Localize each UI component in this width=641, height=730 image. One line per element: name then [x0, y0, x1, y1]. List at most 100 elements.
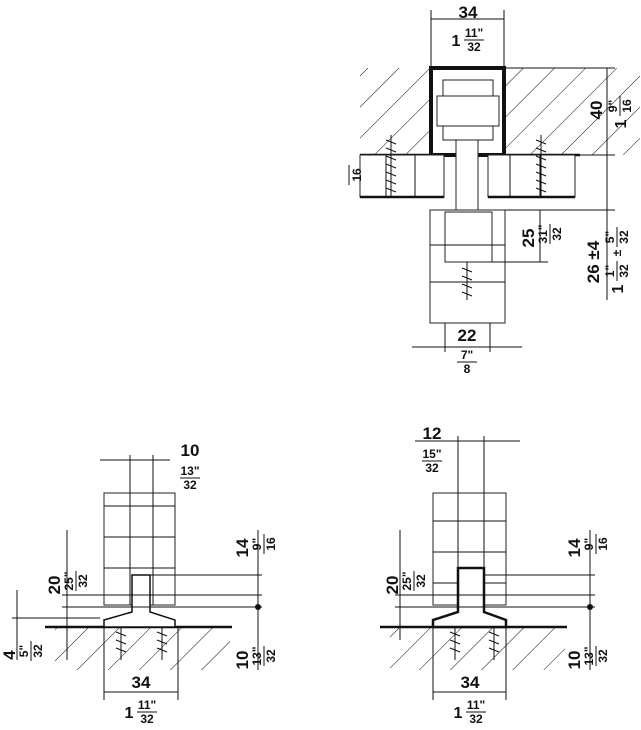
- dimension-mm: 20: [45, 576, 64, 595]
- dimension-mm: 10: [181, 441, 200, 460]
- dimension-label: 5"32: [17, 641, 45, 661]
- dimension-inch-denominator: 32: [467, 40, 481, 54]
- dimension-label: 12: [423, 424, 442, 443]
- dimension-mm: 34: [132, 673, 151, 692]
- dimension-inch-whole: 1: [125, 705, 134, 722]
- dimension-label: 10: [181, 441, 200, 460]
- dimension-label: 10: [565, 651, 584, 670]
- dimension-label: 34: [459, 3, 478, 22]
- screw-left: [385, 135, 397, 196]
- dimension-inch-denominator: 16: [264, 537, 278, 551]
- dimension-inch-whole: 1: [610, 284, 627, 293]
- dimension-label: 13"32: [180, 464, 200, 492]
- ceiling-hatch-left: [360, 68, 431, 155]
- dimension-inch-denominator: 32: [140, 712, 154, 726]
- board-right: [487, 154, 576, 198]
- tolerance-sign: ±: [610, 249, 624, 256]
- dimension-inch-numerator: 15": [422, 447, 441, 461]
- dimension-inch-denominator: 16: [620, 99, 634, 113]
- dimension-label: 26 ±4: [584, 240, 603, 283]
- dimension-inch-numerator: 31": [536, 224, 550, 243]
- dimension-inch-denominator: 32: [31, 644, 45, 658]
- screw-right: [535, 135, 547, 196]
- dimension-label: 16: [348, 165, 364, 185]
- board-thickness-mm: 16: [350, 168, 364, 182]
- dimension-inch-denominator: 16: [596, 537, 610, 551]
- dimension-label: 20: [383, 576, 402, 595]
- dimension-inch-numerator: 9": [250, 538, 264, 550]
- dimension-inch-denominator: 32: [550, 227, 564, 241]
- dimension-mm: 20: [383, 576, 402, 595]
- dimension-label: 25"32: [62, 571, 90, 591]
- dimension-inch-denominator: 32: [425, 461, 439, 475]
- top-section-view: [359, 10, 640, 352]
- dimension-label: 40: [587, 101, 606, 120]
- bottom-left-section-view: [12, 455, 262, 700]
- dimension-inch-numerator: 13": [582, 646, 596, 665]
- dimension-label: 7"8: [457, 348, 477, 376]
- dimension-label: 9"16: [250, 534, 278, 554]
- dimension-label: 13"32: [582, 646, 610, 666]
- dimension-label: 15"32: [422, 447, 442, 475]
- board-left: [359, 154, 445, 198]
- dimension-label: 13"32: [250, 646, 278, 666]
- door-bracket: [444, 211, 493, 263]
- dimension-inch-numerator: 13": [180, 464, 199, 478]
- dimension-inch-whole: 1: [613, 119, 630, 128]
- dimension-inch-denominator: 32: [264, 649, 278, 663]
- dimension-label: 11"32±5"32: [603, 227, 631, 293]
- dimension-mm: 14: [565, 538, 584, 557]
- dimension-mm: 10: [233, 651, 252, 670]
- dimension-label: 14: [565, 538, 584, 557]
- screws-floor-left: [115, 627, 168, 660]
- bottom-right-section-view: [380, 436, 595, 700]
- dimension-inch-denominator: 32: [76, 574, 90, 588]
- dimension-inch-denominator: 32: [183, 478, 197, 492]
- dimension-mm: 25: [519, 229, 538, 248]
- dimension-inch-numerator: 9": [582, 538, 596, 550]
- dimension-mm: 34: [459, 3, 478, 22]
- dimension-inch-whole: 1: [452, 33, 461, 50]
- dimension-inch-denominator: 8: [464, 362, 471, 376]
- dimension-mm: 4: [0, 650, 19, 660]
- dimension-label: 25: [519, 229, 538, 248]
- floor-hatch-left: [55, 628, 230, 670]
- dimension-mm: 14: [233, 538, 252, 557]
- floor-guide-left: [103, 574, 176, 628]
- dimension-inch-numerator: 1": [603, 265, 617, 277]
- dimension-label: 34: [132, 673, 151, 692]
- dimension-inch-numerator: 11": [465, 26, 483, 40]
- dimension-inch-numerator: 9": [606, 100, 620, 112]
- dimension-label: 25"32: [400, 571, 428, 591]
- dimension-inch-tol-denominator: 32: [617, 230, 631, 244]
- dimension-label: 14: [233, 538, 252, 557]
- dimension-label: 1 9"16: [606, 96, 634, 128]
- screws-floor-right: [449, 627, 500, 660]
- dimension-inch-denominator: 32: [414, 574, 428, 588]
- dimension-inch-numerator: 11": [138, 698, 156, 712]
- dimension-mm: 40: [587, 101, 606, 120]
- floor-hatch-right: [390, 628, 565, 670]
- dimension-inch-whole: 1: [454, 705, 463, 722]
- dimension-inch-numerator: 11": [467, 698, 485, 712]
- dimension-inch-numerator: 5": [17, 645, 31, 657]
- dimension-inch-denominator: 32: [469, 712, 483, 726]
- dimension-label: 4: [0, 650, 19, 660]
- dimension-inch-denominator: 32: [617, 264, 631, 278]
- dimension-label: 31"32: [536, 224, 564, 244]
- dimension-label: 1 11"32: [452, 26, 484, 54]
- screw-door: [461, 262, 473, 300]
- hanger-stem: [455, 139, 479, 211]
- dimension-label: 22: [458, 326, 477, 345]
- dimension-inch-denominator: 32: [596, 649, 610, 663]
- dimension-label: 1 11"32: [454, 698, 486, 726]
- ceiling-hatch-right: [504, 68, 640, 155]
- dimension-mm: 10: [565, 651, 584, 670]
- dimension-inch-numerator: 7": [461, 348, 473, 362]
- dimension-label: 1 11"32: [125, 698, 157, 726]
- dimension-label: 34: [461, 673, 480, 692]
- dimension-mm: 22: [458, 326, 477, 345]
- dimension-inch-numerator: 13": [250, 646, 264, 665]
